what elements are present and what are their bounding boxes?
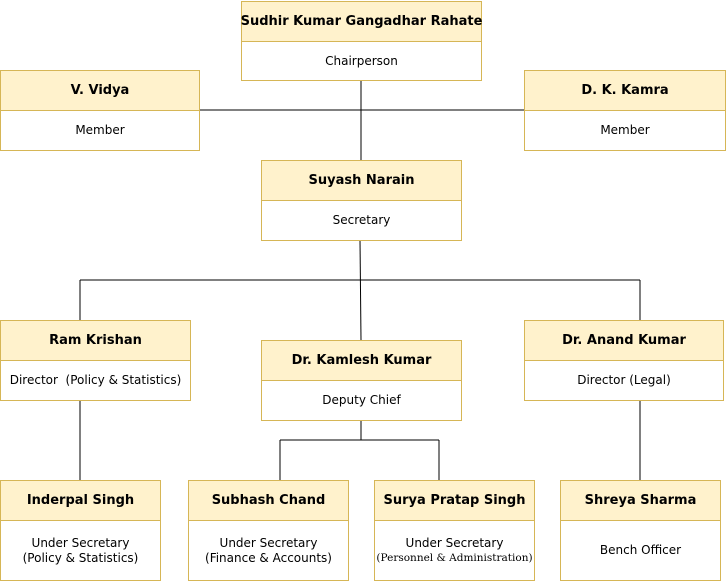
node-member-right: D. K. Kamra Member (524, 70, 726, 151)
node-director-policy: Ram Krishan Director (Policy & Statistic… (0, 320, 191, 401)
node-role: Chairperson (325, 54, 398, 68)
node-role: Under Secretary (Policy & Statistics) (1, 521, 160, 580)
node-name: Subhash Chand (189, 481, 348, 521)
node-role-line1: Under Secretary (219, 535, 318, 550)
node-bench-officer: Shreya Sharma Bench Officer (560, 480, 721, 581)
node-role: Director (Policy & Statistics) (9, 373, 182, 387)
node-name: Suyash Narain (262, 161, 461, 201)
node-role: Director (Legal) (577, 373, 671, 387)
node-name: V. Vidya (1, 71, 199, 111)
node-role-line1: Under Secretary (405, 535, 504, 550)
node-director-legal: Dr. Anand Kumar Director (Legal) (524, 320, 724, 401)
node-role-line2: (Personnel & Administration) (376, 551, 533, 564)
node-chairperson: Sudhir Kumar Gangadhar Rahate Chairperso… (241, 1, 482, 81)
node-name: Shreya Sharma (561, 481, 720, 521)
node-role-line1: Under Secretary (31, 535, 130, 550)
node-name: Ram Krishan (1, 321, 190, 361)
node-role: Under Secretary (Finance & Accounts) (189, 521, 348, 580)
node-role: Bench Officer (599, 543, 682, 557)
node-role: Deputy Chief (322, 393, 401, 407)
node-name: D. K. Kamra (525, 71, 725, 111)
node-secretary: Suyash Narain Secretary (261, 160, 462, 241)
node-us-policy: Inderpal Singh Under Secretary (Policy &… (0, 480, 161, 581)
node-name: Surya Pratap Singh (375, 481, 534, 521)
node-role: Secretary (332, 213, 391, 227)
node-role: Member (75, 123, 125, 137)
node-member-left: V. Vidya Member (0, 70, 200, 151)
node-role-line2: (Policy & Statistics) (22, 550, 139, 565)
node-us-personnel: Surya Pratap Singh Under Secretary (Pers… (374, 480, 535, 581)
node-role: Under Secretary (Personnel & Administrat… (375, 521, 534, 580)
node-role-line2: (Finance & Accounts) (205, 550, 332, 565)
node-name: Sudhir Kumar Gangadhar Rahate (241, 2, 482, 42)
node-us-finance: Subhash Chand Under Secretary (Finance &… (188, 480, 349, 581)
node-role: Member (600, 123, 650, 137)
connector-secretary-down (359, 239, 362, 341)
node-name: Dr. Kamlesh Kumar (262, 341, 461, 381)
node-deputy-chief: Dr. Kamlesh Kumar Deputy Chief (261, 340, 462, 421)
node-name: Dr. Anand Kumar (525, 321, 723, 361)
node-name: Inderpal Singh (1, 481, 160, 521)
